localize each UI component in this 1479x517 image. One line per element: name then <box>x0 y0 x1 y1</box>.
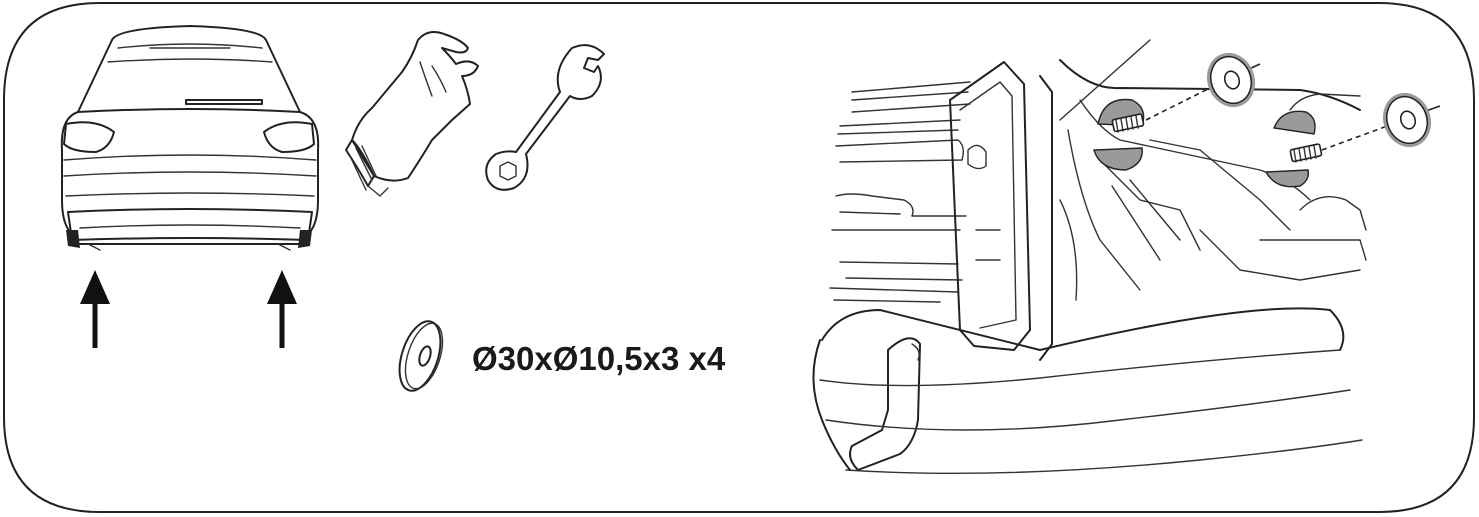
washer-icon <box>398 320 444 392</box>
wrench-icon <box>485 44 605 191</box>
washer-spec-label: Ø30xØ10,5x3 x4 <box>472 340 726 377</box>
floating-washer-icon <box>1382 92 1432 148</box>
floating-washer-icon <box>1206 52 1256 108</box>
left-up-arrow-icon <box>80 270 110 348</box>
glove-icon <box>345 31 479 197</box>
threaded-stud-icon <box>1289 143 1323 163</box>
right-up-arrow-icon <box>267 270 297 348</box>
threaded-stud-icon <box>1111 113 1145 133</box>
underbody-detail-illustration <box>812 39 1441 475</box>
car-rear-icon <box>60 25 320 251</box>
panel-border <box>3 2 1475 513</box>
